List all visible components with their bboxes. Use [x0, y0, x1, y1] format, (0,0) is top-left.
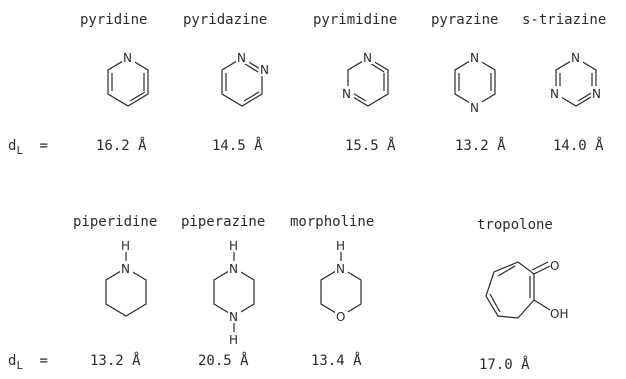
label-pyrimidine: pyrimidine: [313, 12, 398, 28]
atom-oh: OH: [550, 307, 568, 321]
atom-n: N: [571, 51, 580, 65]
atom-h: H: [121, 239, 130, 253]
atom-n: N: [336, 262, 345, 276]
atom-h: H: [336, 239, 345, 253]
atom-n: N: [260, 63, 269, 77]
atom-n: N: [550, 87, 559, 101]
structure-tropolone: O OH: [478, 248, 588, 348]
structure-pyrazine: N N: [445, 44, 505, 118]
atom-n: N: [123, 51, 132, 65]
atom-n: N: [470, 101, 479, 114]
label-morpholine: morpholine: [290, 214, 375, 230]
structure-piperidine: N H: [96, 234, 156, 328]
dl-label-row2: dL =: [8, 353, 48, 372]
label-pyrazine: pyrazine: [431, 12, 499, 28]
value-piperazine: 20.5 Å: [198, 353, 249, 369]
structure-pyridazine: N N: [212, 44, 284, 118]
label-pyridazine: pyridazine: [183, 12, 268, 28]
value-pyrazine: 13.2 Å: [455, 138, 506, 154]
atom-n: N: [342, 87, 351, 101]
atom-n: N: [121, 262, 130, 276]
value-tropolone: 17.0 Å: [479, 357, 530, 373]
structure-pyrimidine: N N: [338, 44, 398, 118]
value-pyridine: 16.2 Å: [96, 138, 147, 154]
atom-n: N: [363, 51, 372, 65]
atom-n: N: [229, 262, 238, 276]
structure-pyridine: N: [98, 44, 158, 118]
atom-n: N: [237, 51, 246, 65]
atom-h: H: [229, 239, 238, 253]
atom-n: N: [470, 51, 479, 65]
structure-morpholine: N O H: [311, 234, 371, 328]
atom-h: H: [229, 333, 238, 347]
atom-n: N: [229, 310, 238, 324]
value-morpholine: 13.4 Å: [311, 353, 362, 369]
structure-s-triazine: N N N: [546, 44, 610, 118]
structure-piperazine: N N H H: [204, 234, 264, 360]
value-pyridazine: 14.5 Å: [212, 138, 263, 154]
label-s-triazine: s-triazine: [522, 12, 607, 28]
value-pyrimidine: 15.5 Å: [345, 138, 396, 154]
value-piperidine: 13.2 Å: [90, 353, 141, 369]
label-piperidine: piperidine: [73, 214, 158, 230]
dl-label-row1: dL =: [8, 138, 48, 157]
atom-o: O: [336, 310, 345, 324]
atom-o: O: [550, 259, 559, 273]
label-pyridine: pyridine: [80, 12, 148, 28]
value-s-triazine: 14.0 Å: [553, 138, 604, 154]
label-tropolone: tropolone: [477, 217, 553, 233]
atom-n: N: [592, 87, 601, 101]
label-piperazine: piperazine: [181, 214, 266, 230]
